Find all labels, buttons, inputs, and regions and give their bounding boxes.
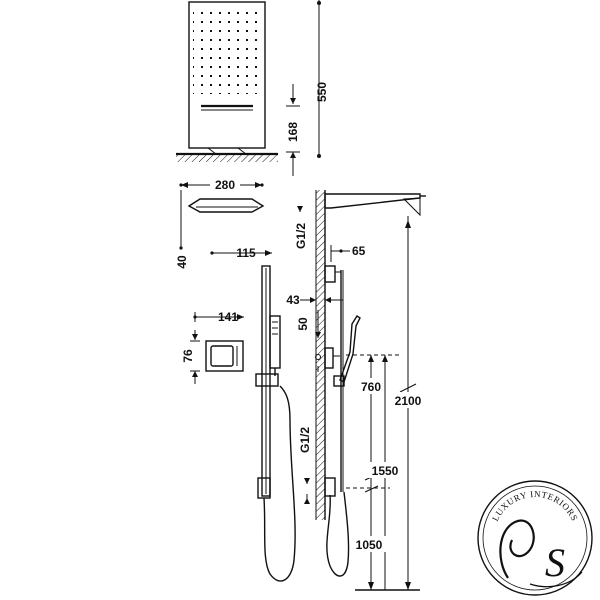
dim-50: 50: [296, 310, 321, 372]
g12-bottom-label: G1/2: [298, 427, 312, 453]
dim-280-label: 280: [215, 178, 235, 192]
floor-hatch: [176, 154, 278, 162]
shower-head-side: [187, 198, 265, 213]
rain-nozzles: [193, 6, 261, 94]
dim-g12-bottom: G1/2: [298, 427, 312, 504]
dim-1050: 1050: [352, 488, 390, 590]
dim-g12-top: G1/2: [294, 206, 308, 249]
dim-550: 550: [315, 0, 329, 158]
dim-65: 65: [330, 244, 366, 262]
dim-168: 168: [286, 84, 300, 176]
dim-280: 280: [179, 176, 264, 192]
dim-43: 43: [286, 293, 343, 307]
g12-top-label: G1/2: [294, 223, 308, 249]
dim-76-label: 76: [181, 349, 195, 363]
dim-1550-label: 1550: [372, 464, 399, 478]
dim-43-label: 43: [286, 293, 300, 307]
dim-40: 40: [175, 190, 189, 269]
luxury-interiors-logo: LUXURY INTERIORS S: [477, 480, 593, 596]
dim-115-label: 115: [236, 246, 256, 260]
logo-monogram: S: [545, 540, 565, 585]
overhead-shower-arm: [324, 193, 426, 220]
shower-panel-front: [176, 1, 278, 162]
mixer-front: [205, 340, 244, 372]
slide-bar-side: [315, 265, 361, 577]
dim-1050-label: 1050: [356, 538, 383, 552]
dim-141: 141: [193, 310, 244, 324]
dim-115: 115: [210, 246, 272, 260]
dim-168-label: 168: [286, 122, 300, 142]
slide-rail-front: [255, 265, 296, 582]
dim-50-label: 50: [296, 317, 310, 331]
dim-40-label: 40: [175, 255, 189, 269]
dim-76: 76: [181, 330, 200, 384]
dim-2100-label: 2100: [395, 394, 422, 408]
dim-760-label: 760: [361, 380, 381, 394]
dim-2100: 2100: [392, 220, 424, 590]
dim-65-label: 65: [352, 244, 366, 258]
dim-760: 760: [346, 354, 400, 488]
dim-550-label: 550: [315, 82, 329, 102]
dim-141-label: 141: [218, 310, 238, 324]
